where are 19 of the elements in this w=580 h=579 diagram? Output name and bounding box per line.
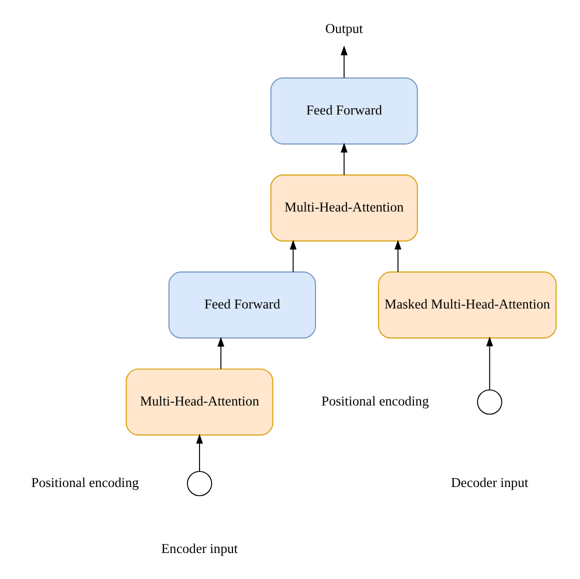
arrow	[340, 45, 347, 78]
node-box: Multi-Head-Attention	[125, 368, 273, 436]
arrow	[486, 336, 493, 390]
node-box: Feed Forward	[168, 272, 316, 338]
node-box: Feed Forward	[270, 78, 418, 144]
node-text: Output	[324, 21, 362, 36]
arrow	[216, 336, 224, 370]
label: Positional encoding	[320, 394, 428, 409]
label: Positional encoding	[30, 475, 138, 490]
arrow	[289, 240, 296, 272]
arrow	[196, 434, 202, 472]
node-box: Masked Multi-Head-Attention	[378, 272, 556, 338]
node-circle	[476, 389, 502, 415]
arrow	[340, 142, 347, 176]
node-box: Multi-Head-Attention	[270, 174, 418, 242]
label: Decoder input	[450, 475, 528, 490]
arrow	[394, 240, 401, 272]
label: Encoder input	[160, 541, 238, 556]
node-circle	[186, 470, 212, 496]
